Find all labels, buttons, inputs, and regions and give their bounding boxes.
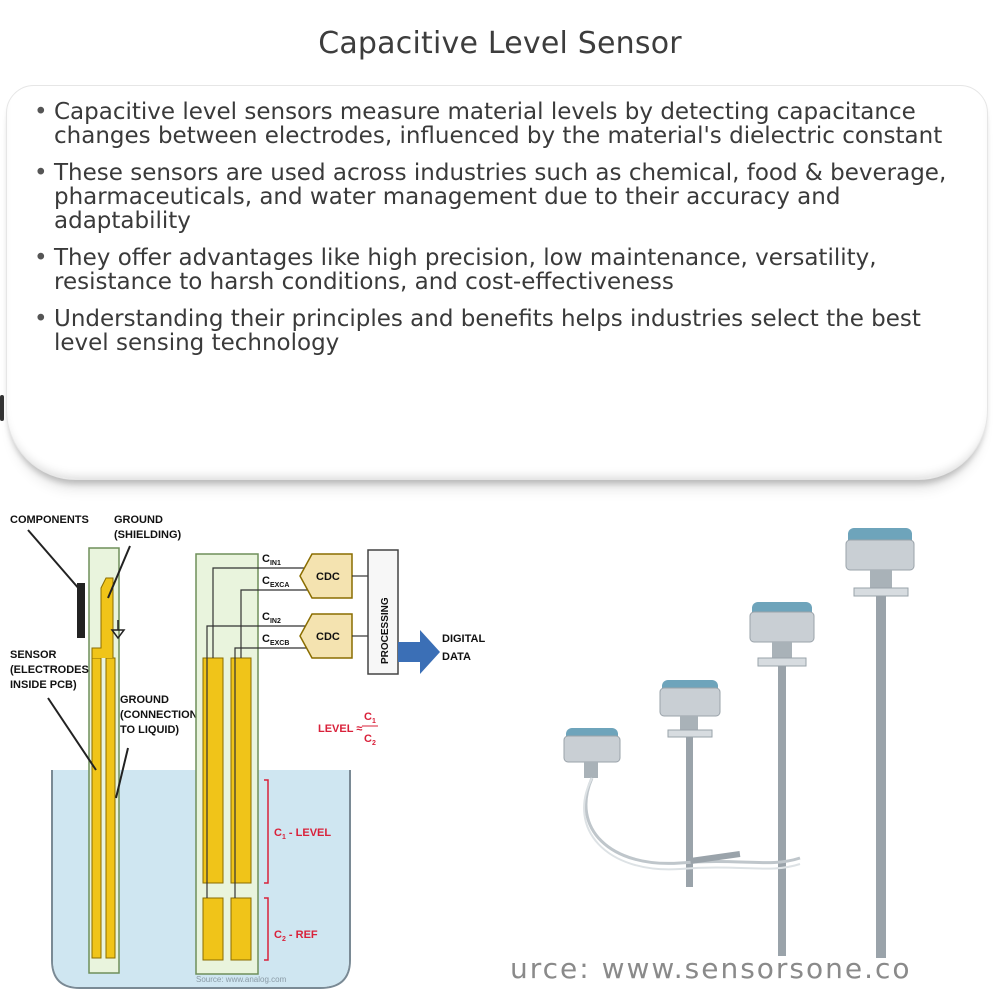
level-formula-den: C2	[364, 733, 376, 747]
sensor-unit-4	[563, 728, 801, 871]
label-ground-shield-2: (SHIELDING)	[114, 529, 182, 541]
left-electrode-a	[91, 657, 102, 959]
sensor-unit-1	[845, 528, 915, 958]
sensor-4-cable	[584, 777, 801, 865]
cdc-a-label: CDC	[316, 571, 340, 583]
label-ground-liquid-1: GROUND	[120, 694, 169, 706]
leader-ground-liquid	[115, 747, 129, 799]
bullet-item: They offer advantages like high precisio…	[34, 246, 954, 294]
sensor-1-flange	[853, 587, 909, 597]
bullet-list: Capacitive level sensors measure materia…	[34, 100, 954, 368]
sensor-4-housing	[563, 735, 621, 763]
digital-arrow	[398, 630, 440, 674]
sensor-2-flange	[757, 657, 807, 667]
diagram-source: Source: www.analog.com	[196, 975, 287, 984]
sensor-4-cable-2	[583, 777, 801, 871]
wire-cin2	[206, 625, 312, 898]
sensor-1-rod	[876, 596, 886, 958]
edge-mark	[0, 395, 4, 421]
sensor-3-neck	[680, 716, 698, 730]
sensor-diagram: COMPONENTS GROUND (SHIELDING) SENSOR (EL…	[0, 498, 500, 990]
label-cexcb: CEXCB	[262, 633, 289, 647]
electrode-level-b	[230, 657, 252, 884]
sensor-4-weight	[690, 851, 741, 864]
page-title: Capacitive Level Sensor	[318, 26, 682, 61]
sensor-unit-3	[659, 680, 721, 887]
label-sensor-3: INSIDE PCB)	[10, 679, 77, 691]
sensor-2-housing	[749, 611, 815, 643]
wire-cexcb	[234, 647, 312, 898]
cdc-b-label: CDC	[316, 631, 340, 643]
label-digital-1: DIGITAL	[442, 633, 485, 645]
photo-source: urce: www.sensorsone.co	[510, 952, 912, 985]
label-cin1: CIN1	[262, 553, 281, 567]
leader-shield	[107, 545, 131, 599]
components-block	[77, 583, 85, 638]
left-electrode-b	[105, 657, 116, 959]
processing-block	[367, 549, 399, 675]
label-ground-shield-1: GROUND	[114, 514, 163, 526]
bracket-c1	[264, 779, 269, 884]
wire-cexca	[240, 589, 312, 658]
leader-sensor	[47, 697, 97, 771]
label-components: COMPONENTS	[10, 514, 89, 526]
label-cin2: CIN2	[262, 611, 281, 625]
sensor-diagram-svg: COMPONENTS GROUND (SHIELDING) SENSOR (EL…	[10, 514, 485, 989]
sensor-1-neck	[870, 570, 892, 588]
bracket-c2	[264, 897, 269, 961]
electrode-ref-a	[202, 897, 224, 961]
sensor-3-rod	[686, 737, 693, 887]
sensor-2-rod	[778, 666, 786, 956]
sensor-4-neck	[584, 762, 598, 778]
label-c2-ref: C2 - REF	[274, 929, 318, 943]
sensor-2-neck	[772, 642, 792, 658]
sensor-unit-2	[749, 602, 815, 956]
electrode-level-a	[202, 657, 224, 884]
bullet-item: Capacitive level sensors measure materia…	[34, 100, 954, 148]
wire-cin1	[212, 567, 312, 658]
cdc-b-block	[299, 613, 353, 659]
sensor-1-housing	[845, 539, 915, 571]
sensor-3-housing	[659, 687, 721, 717]
ground-symbol	[110, 629, 126, 640]
sensor-photo-svg	[563, 528, 915, 958]
label-sensor-1: SENSOR	[10, 649, 57, 661]
sensor-photo	[500, 498, 1000, 990]
label-cexca: CEXCA	[262, 575, 289, 589]
electrode-ref-b	[230, 897, 252, 961]
leader-components	[27, 529, 81, 591]
processing-label: PROCESSING	[380, 597, 391, 664]
label-digital-2: DATA	[442, 651, 471, 663]
left-shield	[91, 577, 114, 658]
level-formula-label: LEVEL ≈	[318, 723, 362, 735]
cdc-a-block	[299, 553, 353, 599]
bullet-item: These sensors are used across industries…	[34, 161, 954, 233]
label-sensor-2: (ELECTRODES	[10, 664, 89, 676]
bullet-item: Understanding their principles and benef…	[34, 307, 954, 355]
level-formula-num: C1	[364, 711, 376, 725]
label-ground-liquid-3: TO LIQUID)	[120, 724, 179, 736]
sensor-3-flange	[667, 729, 713, 738]
label-c1-level: C1 - LEVEL	[274, 827, 331, 841]
label-ground-liquid-2: (CONNECTION	[120, 709, 198, 721]
tank-outline	[51, 770, 351, 989]
